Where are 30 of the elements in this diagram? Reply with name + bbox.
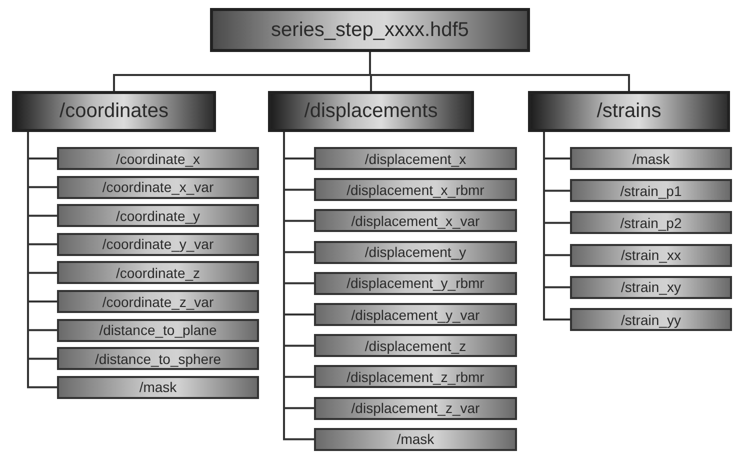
dataset-box: /displacement_x bbox=[314, 147, 517, 170]
group-box: /coordinates bbox=[12, 91, 216, 132]
dataset-box: /strain_p1 bbox=[570, 179, 732, 202]
dataset-box: /distance_to_plane bbox=[57, 318, 259, 342]
dataset-box: /strain_p2 bbox=[570, 211, 732, 234]
file-box: series_step_xxxx.hdf5 bbox=[210, 8, 530, 52]
dataset-box: /displacement_x_var bbox=[314, 209, 517, 232]
dataset-box: /strain_yy bbox=[570, 308, 732, 331]
dataset-box: /displacement_x_rbmr bbox=[314, 178, 517, 202]
dataset-box: /displacement_z_rbmr bbox=[314, 365, 517, 388]
connector-line bbox=[369, 52, 630, 91]
dataset-box: /mask bbox=[314, 428, 517, 451]
dataset-box: /coordinate_x bbox=[57, 147, 259, 170]
connector-line bbox=[543, 132, 570, 320]
dataset-box: /strain_xy bbox=[570, 276, 732, 299]
dataset-box: /displacement_z bbox=[314, 334, 517, 358]
dataset-box: /distance_to_sphere bbox=[57, 347, 259, 370]
dataset-box: /displacement_y bbox=[314, 240, 517, 264]
dataset-box: /coordinate_z_var bbox=[57, 290, 259, 313]
dataset-box: /strain_xx bbox=[570, 244, 732, 267]
dataset-box: /coordinate_x_var bbox=[57, 176, 259, 199]
dataset-box: /mask bbox=[57, 376, 259, 399]
dataset-box: /coordinate_y bbox=[57, 204, 259, 228]
dataset-box: /mask bbox=[570, 147, 732, 170]
group-box: /strains bbox=[528, 91, 730, 132]
dataset-box: /coordinate_z bbox=[57, 261, 259, 284]
dataset-box: /coordinate_y_var bbox=[57, 232, 259, 256]
dataset-box: /displacement_y_var bbox=[314, 303, 517, 326]
dataset-box: /displacement_y_rbmr bbox=[314, 272, 517, 295]
dataset-box: /displacement_z_var bbox=[314, 396, 517, 420]
